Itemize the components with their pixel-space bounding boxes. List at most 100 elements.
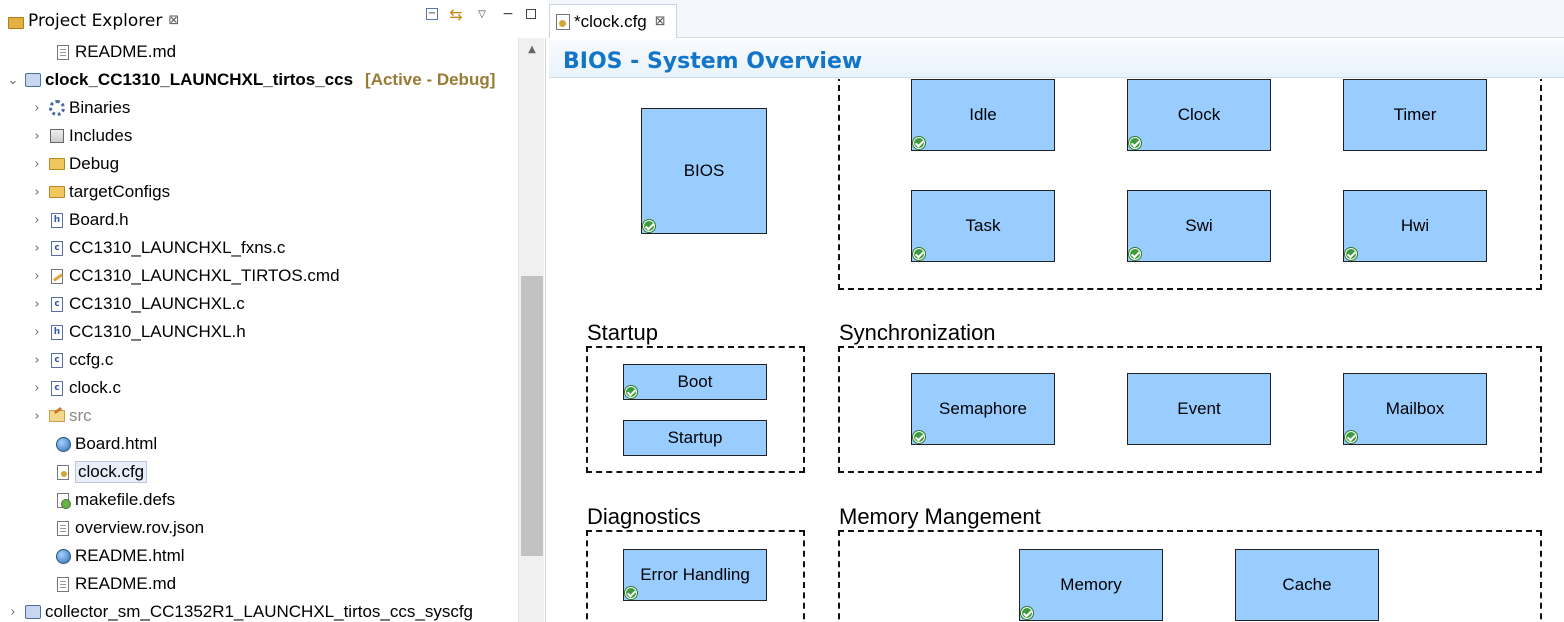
- tree-item[interactable]: ›collector_sm_CC1352R1_LAUNCHXL_tirtos_c…: [6, 598, 473, 622]
- module-label: Idle: [969, 105, 997, 124]
- module-task[interactable]: Task: [911, 190, 1055, 262]
- startup-group-title: Startup: [587, 320, 658, 345]
- module-label: Clock: [1177, 105, 1221, 124]
- check-icon: [1129, 137, 1141, 149]
- maximize-icon[interactable]: [526, 9, 536, 19]
- check-icon: [625, 587, 637, 599]
- chevron-right-icon[interactable]: ›: [34, 352, 40, 368]
- tree-item[interactable]: › targetConfigs: [30, 178, 170, 206]
- chevron-right-icon[interactable]: ›: [34, 408, 40, 424]
- chevron-right-icon[interactable]: ›: [34, 156, 40, 172]
- tree-item[interactable]: Board.html: [54, 430, 157, 458]
- editor-tab-clock-cfg[interactable]: *clock.cfg ⊠: [549, 4, 677, 38]
- chevron-right-icon[interactable]: ›: [34, 184, 40, 200]
- tree-item[interactable]: ›src: [30, 402, 91, 430]
- check-icon: [643, 220, 655, 232]
- project-explorer-tabbar: Project Explorer ⊠ − ⇆ ▽ −: [0, 0, 546, 38]
- check-icon: [1345, 431, 1357, 443]
- chevron-right-icon[interactable]: ›: [34, 268, 40, 284]
- cfg-file-icon: [54, 463, 72, 481]
- chevron-down-icon[interactable]: ⌄: [7, 72, 19, 88]
- tree-item[interactable]: clock.cfg: [54, 458, 148, 486]
- module-timer[interactable]: Timer: [1343, 79, 1487, 151]
- module-label: BIOS: [683, 161, 725, 180]
- chevron-right-icon[interactable]: ›: [34, 212, 40, 228]
- tree-item-label: clock.cfg: [75, 461, 148, 483]
- module-idle[interactable]: Idle: [911, 79, 1055, 151]
- chevron-right-icon[interactable]: ›: [34, 128, 40, 144]
- tree-item[interactable]: overview.rov.json: [54, 514, 204, 542]
- tree-item[interactable]: ⌄clock_CC1310_LAUNCHXL_tirtos_ccs[Active…: [6, 66, 496, 94]
- module-bios[interactable]: BIOS: [641, 108, 767, 234]
- check-icon: [913, 431, 925, 443]
- module-hwi[interactable]: Hwi: [1343, 190, 1487, 262]
- tree-item-label: Includes: [69, 126, 133, 145]
- editor-tab-label: *clock.cfg: [574, 11, 647, 31]
- view-menu-icon[interactable]: ▽: [478, 8, 486, 20]
- startup-group-frame: [586, 346, 805, 473]
- link-with-editor-icon[interactable]: ⇆: [449, 4, 463, 24]
- tree-item[interactable]: makefile.defs: [54, 486, 175, 514]
- tree-item[interactable]: ›Binaries: [30, 94, 130, 122]
- tree-item-label: makefile.defs: [75, 490, 176, 509]
- tree-item-label: targetConfigs: [69, 182, 171, 201]
- synchronization-group-title: Synchronization: [839, 320, 996, 345]
- globe-icon: [54, 435, 72, 453]
- module-event[interactable]: Event: [1127, 373, 1271, 445]
- page-title: BIOS - System Overview: [563, 49, 863, 74]
- module-label: Semaphore: [939, 399, 1027, 418]
- check-icon: [913, 248, 925, 260]
- tree-item[interactable]: README.md: [54, 38, 176, 66]
- module-semaphore[interactable]: Semaphore: [911, 373, 1055, 445]
- module-clock[interactable]: Clock: [1127, 79, 1271, 151]
- tree-item[interactable]: README.md: [54, 570, 176, 598]
- close-icon[interactable]: ⊠: [168, 13, 180, 28]
- vertical-scrollbar[interactable]: ▲: [518, 38, 544, 622]
- check-icon: [1129, 248, 1141, 260]
- tree-item[interactable]: ›CC1310_LAUNCHXL_TIRTOS.cmd: [30, 262, 339, 290]
- chevron-right-icon[interactable]: ›: [34, 240, 40, 256]
- tree-item-label: ccfg.c: [69, 350, 114, 369]
- chevron-right-icon[interactable]: ›: [10, 604, 16, 620]
- memory-management-group-title: Memory Mangement: [839, 504, 1041, 529]
- module-startup[interactable]: Startup: [623, 420, 767, 456]
- scrollbar-thumb[interactable]: [521, 276, 543, 556]
- diagnostics-group-title: Diagnostics: [587, 504, 701, 529]
- project-explorer-panel: Project Explorer ⊠ − ⇆ ▽ − README.md⌄clo…: [0, 0, 546, 622]
- chevron-right-icon[interactable]: ›: [34, 324, 40, 340]
- module-swi[interactable]: Swi: [1127, 190, 1271, 262]
- chevron-right-icon[interactable]: ›: [34, 100, 40, 116]
- chevron-right-icon[interactable]: ›: [34, 380, 40, 396]
- collapse-all-icon[interactable]: −: [426, 8, 438, 20]
- module-error-handling[interactable]: Error Handling: [623, 549, 767, 601]
- module-label: Timer: [1393, 105, 1437, 124]
- minimize-icon[interactable]: −: [502, 6, 514, 22]
- synchronization-group-frame: [838, 346, 1542, 473]
- module-memory[interactable]: Memory: [1019, 549, 1163, 621]
- module-label: Error Handling: [640, 565, 750, 584]
- tree-item[interactable]: README.html: [54, 542, 185, 570]
- chevron-right-icon[interactable]: ›: [34, 296, 40, 312]
- tree-item[interactable]: ›Debug: [30, 150, 119, 178]
- binaries-icon: [48, 99, 66, 117]
- c-file-icon: c: [48, 295, 66, 313]
- scroll-up-icon[interactable]: ▲: [528, 44, 536, 55]
- editor-panel: *clock.cfg ⊠ BIOS - System Overview Star…: [549, 0, 1564, 622]
- module-boot[interactable]: Boot: [623, 364, 767, 400]
- tree-item[interactable]: › Includes: [30, 122, 132, 150]
- module-cache[interactable]: Cache: [1235, 549, 1379, 621]
- project-explorer-tab[interactable]: Project Explorer ⊠: [0, 3, 187, 38]
- check-icon: [1345, 248, 1357, 260]
- project-icon: [24, 71, 42, 89]
- module-mailbox[interactable]: Mailbox: [1343, 373, 1487, 445]
- module-label: Swi: [1185, 216, 1213, 235]
- globe-icon: [54, 547, 72, 565]
- close-icon[interactable]: ⊠: [654, 14, 666, 29]
- scheduling-group-frame: [838, 79, 1542, 290]
